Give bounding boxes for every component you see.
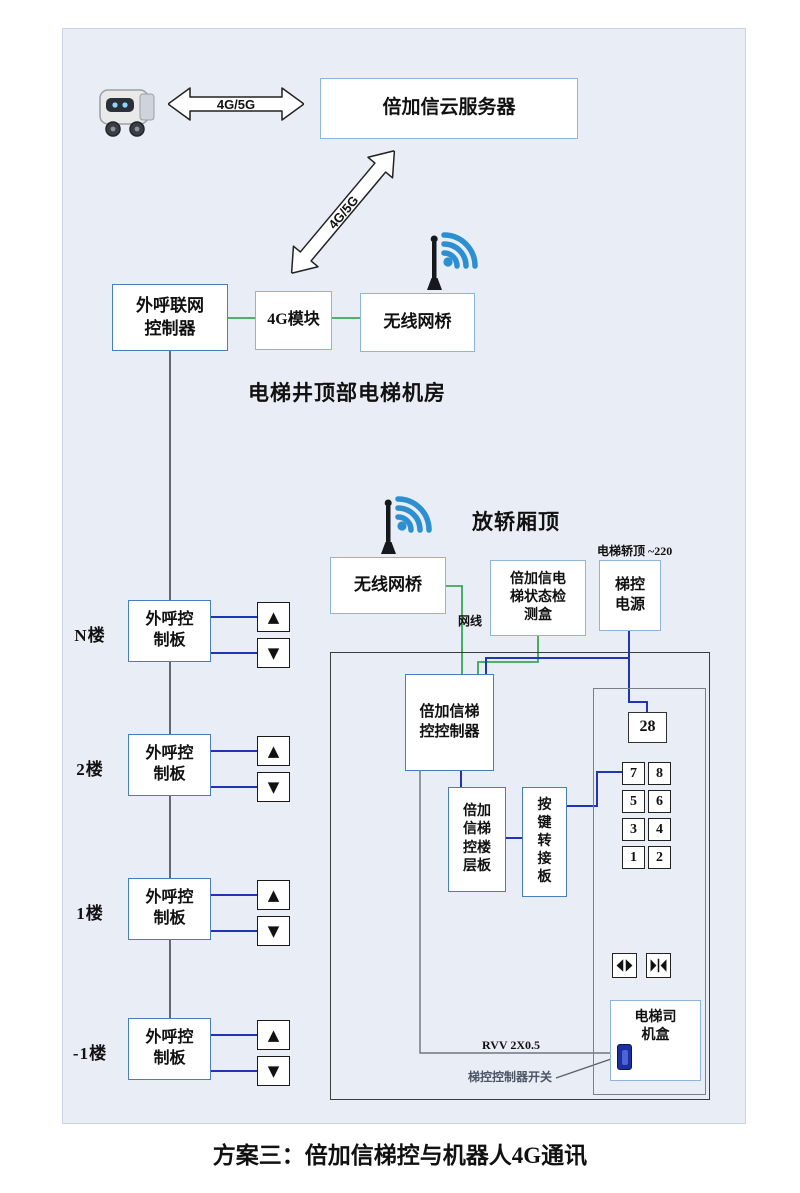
down-arrow-icon: ▼ [267,922,280,940]
controller-switch [617,1044,632,1070]
call-board-2: 外呼控 制板 [128,734,211,796]
door-close-button [646,953,671,978]
cabin-button-7: 7 [622,762,645,785]
switch-label: 梯控控制器开关 [468,1070,553,1084]
switch-pointer-line [555,1057,615,1079]
door-close-icon [650,958,667,973]
floor-display: 28 [628,712,667,743]
car-top-caption: 放轿厢顶 [472,510,560,534]
cabin-button-4: 4 [648,818,671,841]
call-up-button-minus1: ▲ [257,1020,290,1050]
call-board-minus1: 外呼控 制板 [128,1018,211,1080]
call-board-n: 外呼控 制板 [128,600,211,662]
up-arrow-icon: ▲ [267,1026,280,1044]
rvv-cable-label: RVV 2X0.5 [482,1038,541,1052]
module-4g-box: 4G模块 [255,291,332,350]
floor-label-1: 1楼 [76,904,104,923]
link-statusbox-controller [477,636,539,674]
page-title: 方案三：倍加信梯控与机器人4G通讯 [212,1143,588,1168]
wifi-icon [362,482,442,560]
cabin-button-6: 6 [648,790,671,813]
cabin-button-8: 8 [648,762,671,785]
call-board-1: 外呼控 制板 [128,878,211,940]
wireless-bridge-cartop-box: 无线网桥 [330,557,446,614]
cabin-button-1: 1 [622,846,645,869]
floor-label-n: N楼 [74,626,106,645]
down-arrow-icon: ▼ [267,778,280,796]
down-arrow-icon: ▼ [267,1062,280,1080]
wifi-icon [408,218,488,296]
key-adapter-box: 按 键 转 接 板 [522,787,567,897]
link-power-controller [485,657,629,674]
gateway-controller-box: 外呼联网 控制器 [112,284,228,351]
car-top-power-note: 电梯轿顶 ~220 [597,544,673,558]
machine-room-caption: 电梯井顶部电梯机房 [248,381,446,405]
cabin-button-2: 2 [648,846,671,869]
double-arrow-icon [168,87,304,121]
call-down-button-1: ▼ [257,916,290,946]
car-top-enclosure [330,652,710,1100]
link-bridge-controller [446,585,463,674]
call-up-button-2: ▲ [257,736,290,766]
double-arrow-icon [290,149,396,275]
switch-toggle-icon [622,1050,628,1065]
floor-label-minus1: -1楼 [72,1044,108,1063]
call-down-button-minus1: ▼ [257,1056,290,1086]
call-up-button-1: ▲ [257,880,290,910]
link-arrow-diagonal: 4G/5G [278,139,408,285]
control-power-box: 梯控 电源 [599,560,661,631]
door-open-icon [616,959,633,972]
up-arrow-icon: ▲ [267,886,280,904]
cabin-panel [593,688,706,1095]
link-adapter-buttons [567,771,622,807]
call-down-button-n: ▼ [257,638,290,668]
wireless-bridge-box: 无线网桥 [360,293,475,352]
cloud-server-box: 倍加信云服务器 [320,78,578,139]
link-power-display [628,688,648,712]
up-arrow-icon: ▲ [267,742,280,760]
link-arrow-horizontal: 4G/5G [168,86,304,122]
call-down-button-2: ▼ [257,772,290,802]
net-cable-label: 网线 [458,614,483,628]
floor-board-box: 倍加 信梯 控楼 层板 [448,787,506,892]
rvv-cable-line [419,771,616,1054]
down-arrow-icon: ▼ [267,644,280,662]
cabin-button-5: 5 [622,790,645,813]
cabin-button-3: 3 [622,818,645,841]
up-arrow-icon: ▲ [267,608,280,626]
elevator-status-box: 倍加信电 梯状态检 测盒 [490,560,586,636]
elevator-controller-box: 倍加信梯 控控制器 [405,674,494,771]
robot-icon [96,80,160,140]
link-label: 4G/5G [216,96,256,112]
call-up-button-n: ▲ [257,602,290,632]
door-open-button [612,953,637,978]
floor-label-2: 2楼 [76,760,104,779]
